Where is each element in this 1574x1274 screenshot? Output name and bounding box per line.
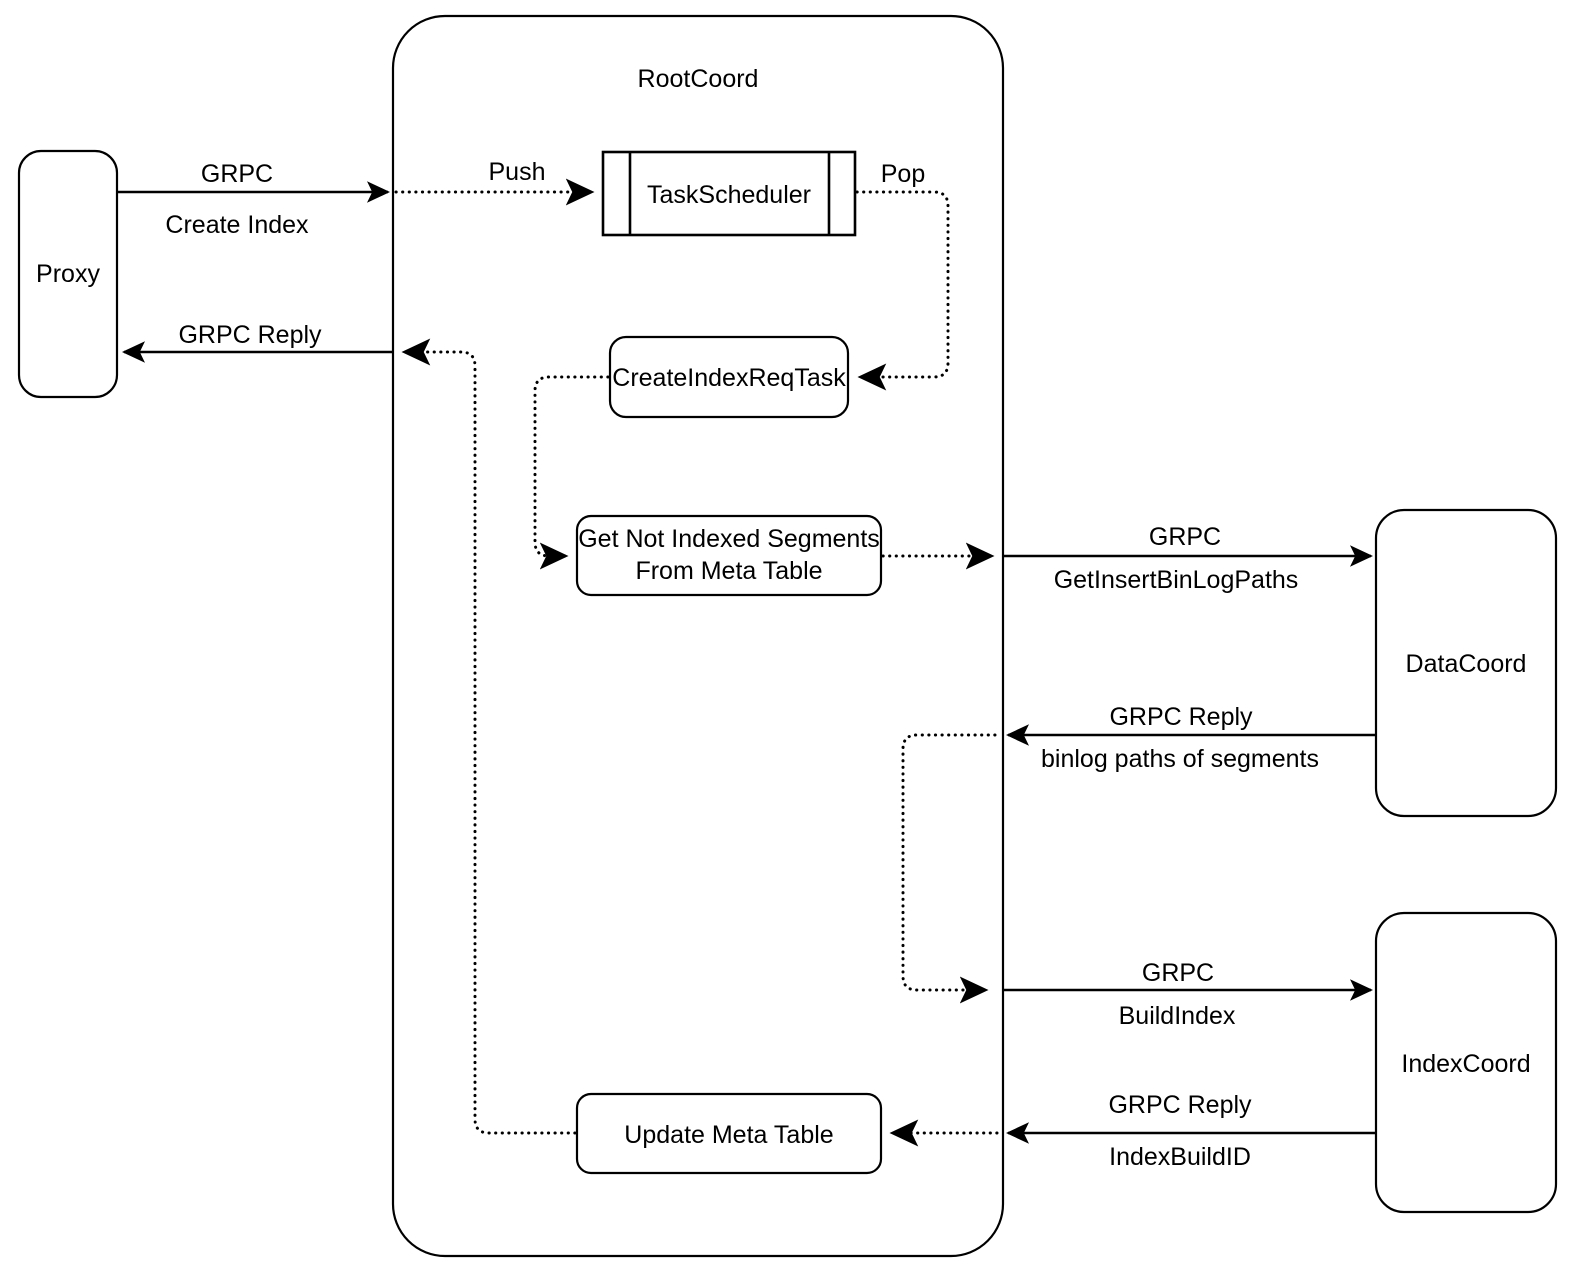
indexcoord-box[interactable] <box>1374 911 1558 1214</box>
update-meta-table-label: Update Meta Table <box>624 1121 833 1149</box>
edge-datacoord-to-rootcoord: GRPC Reply binlog paths of segments <box>1006 703 1376 773</box>
node-datacoord[interactable]: DataCoord <box>1374 508 1558 818</box>
edge-label-grpc-reply-binlog-top: GRPC Reply <box>1109 703 1253 731</box>
edge-label-grpc-buildindex-bottom: BuildIndex <box>1119 1002 1236 1030</box>
edge-label-grpc-buildindex-top: GRPC <box>1142 959 1214 987</box>
update-meta-table-box[interactable] <box>575 1092 883 1175</box>
taskscheduler-label: TaskScheduler <box>647 181 811 209</box>
node-indexcoord[interactable]: IndexCoord <box>1374 911 1558 1214</box>
node-get-not-indexed-segments[interactable]: Get Not Indexed Segments From Meta Table <box>575 514 883 597</box>
edge-label-grpc-create-index-top: GRPC <box>201 160 273 188</box>
node-proxy[interactable]: Proxy <box>17 149 119 399</box>
rootcoord-title: RootCoord <box>638 65 759 93</box>
edge-label-grpc-create-index-bottom: Create Index <box>165 211 309 239</box>
edge-binlog-to-buildindex-line <box>901 733 997 1004</box>
edge-label-grpc-reply-indexbuildid-top: GRPC Reply <box>1108 1091 1252 1119</box>
createindexreqtask-label: CreateIndexReqTask <box>612 364 846 392</box>
createindexreqtask-box[interactable] <box>608 335 850 419</box>
proxy-label: Proxy <box>36 260 100 288</box>
edge-push-to-taskscheduler: Push <box>394 158 595 206</box>
indexcoord-label: IndexCoord <box>1401 1050 1530 1078</box>
edge-label-grpc-getinsertbinlogpaths-bottom: GetInsertBinLogPaths <box>1054 566 1299 594</box>
edge-createindexreqtask-to-getnotindexed-line <box>533 375 610 570</box>
edge-label-grpc-reply-indexbuildid-bottom: IndexBuildID <box>1109 1143 1251 1171</box>
edge-label-grpc-reply-proxy: GRPC Reply <box>178 321 322 349</box>
taskscheduler-box[interactable] <box>601 150 857 237</box>
edge-createindexreqtask-to-getnotindexed <box>533 375 610 570</box>
get-not-indexed-segments-label-line1: Get Not Indexed Segments <box>578 525 880 553</box>
datacoord-box[interactable] <box>1374 508 1558 818</box>
edge-rootcoord-to-proxy: GRPC Reply <box>122 321 393 363</box>
edge-pop-to-createindexreqtask: Pop <box>855 160 950 391</box>
get-not-indexed-segments-label-line2: From Meta Table <box>635 557 822 585</box>
edge-rootcoord-to-indexcoord: GRPC BuildIndex <box>1003 959 1373 1030</box>
edge-pop-line <box>855 190 950 391</box>
node-update-meta-table[interactable]: Update Meta Table <box>575 1092 883 1175</box>
edge-label-pop: Pop <box>881 160 925 188</box>
edge-label-grpc-getinsertbinlogpaths-top: GRPC <box>1149 523 1221 551</box>
edge-binlog-to-buildindex <box>901 733 997 1004</box>
get-not-indexed-segments-box[interactable] <box>575 514 883 597</box>
datacoord-label: DataCoord <box>1406 650 1527 678</box>
edge-indexcoord-to-rootcoord: GRPC Reply IndexBuildID <box>1006 1091 1376 1171</box>
edge-updatemetatable-to-grpcreply-line <box>401 338 577 1135</box>
container-rootcoord: RootCoord <box>391 14 1005 1258</box>
edge-label-grpc-reply-binlog-bottom: binlog paths of segments <box>1041 745 1319 773</box>
edge-updatemetatable-to-grpcreply <box>401 338 577 1135</box>
edge-proxy-to-rootcoord: GRPC Create Index <box>117 160 390 239</box>
edge-rootcoord-to-datacoord: GRPC GetInsertBinLogPaths <box>1003 523 1373 594</box>
proxy-box[interactable] <box>17 149 119 399</box>
rootcoord-boundary <box>391 14 1005 1258</box>
node-taskscheduler[interactable]: TaskScheduler <box>601 150 857 237</box>
edge-label-push: Push <box>489 158 546 186</box>
node-createindexreqtask[interactable]: CreateIndexReqTask <box>608 335 850 419</box>
